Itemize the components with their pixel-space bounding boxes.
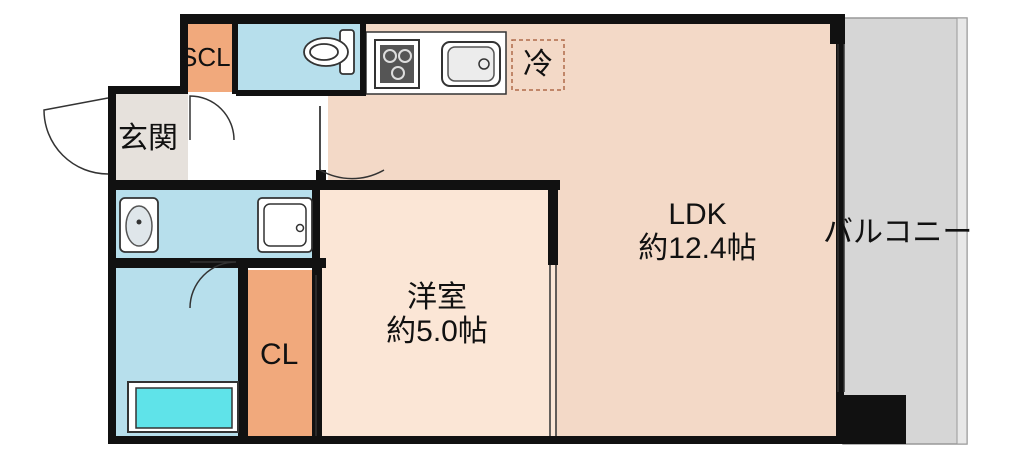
- stove-icon: [374, 39, 420, 89]
- entrance-label: 玄関: [118, 122, 178, 155]
- western-room-area: 約5.0帖: [386, 315, 488, 348]
- toilet-icon: [303, 29, 355, 75]
- hallway-floor: [188, 95, 328, 185]
- bathtub-icon: [127, 381, 239, 433]
- western-room-floor: [320, 185, 555, 442]
- western-room-name: 洋室: [407, 281, 467, 314]
- door-swings: [43, 95, 385, 309]
- ldk-name: LDK: [668, 198, 727, 231]
- scl-area: [186, 22, 234, 92]
- walls: [108, 14, 906, 444]
- balcony-label: バルコニー: [823, 216, 973, 249]
- washer-pan-icon: [257, 197, 313, 253]
- washbasin-icon: [119, 197, 159, 253]
- fridge-space: [511, 39, 565, 91]
- fridge-label: 冷: [523, 48, 553, 81]
- balcony-rail: [956, 17, 968, 445]
- entrance-area: [116, 93, 188, 181]
- closet-label: CL: [260, 338, 299, 371]
- ldk-label: LDK 約12.4帖: [630, 200, 765, 264]
- western-room-label: 洋室 約5.0帖: [372, 283, 502, 347]
- ldk-area: 約12.4帖: [638, 232, 757, 265]
- balcony-area: [842, 17, 968, 445]
- scl-label: SCL: [180, 42, 231, 72]
- sink-icon: [441, 41, 501, 87]
- closet-area: [248, 270, 314, 442]
- sliding-doors: [315, 44, 845, 436]
